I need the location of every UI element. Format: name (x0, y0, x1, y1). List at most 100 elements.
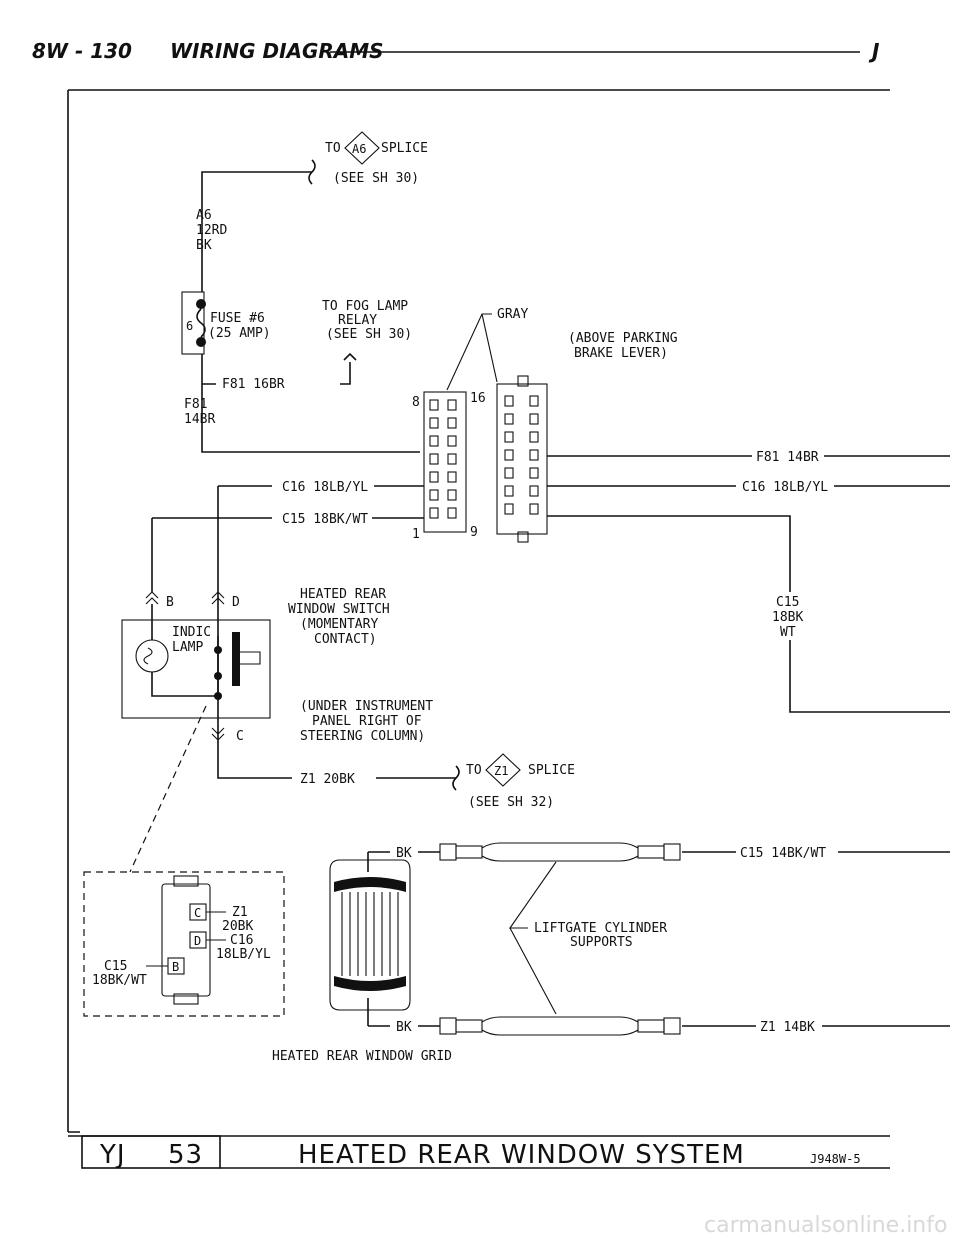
wire-c15-right-label: 18BK (772, 610, 803, 625)
window-grid-outline (329, 859, 411, 1011)
switch-title: HEATED REAR (300, 587, 386, 602)
switch-location: PANEL RIGHT OF (312, 714, 422, 729)
splice-top-label: SPLICE (381, 141, 428, 156)
grid-bus-bar (334, 877, 406, 892)
footer-number: 53 (168, 1140, 203, 1170)
wire-f81-14-label: 14BR (184, 412, 215, 427)
terminal-d-label: D (232, 595, 240, 610)
wire-z1 (217, 740, 460, 791)
grid-title: HEATED REAR WINDOW GRID (272, 1049, 452, 1064)
wire-a6 (201, 159, 316, 292)
grid-wire-top-label: C15 14BK/WT (740, 846, 826, 861)
diagram-frame (67, 89, 890, 1133)
switch-title: (MOMENTARY (300, 617, 378, 632)
inset-c16-label: 18LB/YL (216, 947, 271, 962)
indic-label: INDIC (172, 625, 211, 640)
section-letter: J (868, 39, 880, 63)
gray-label: GRAY (497, 307, 528, 322)
grid-elements (341, 892, 399, 976)
grid-bk-bottom: BK (396, 1020, 412, 1035)
wire-z1-label: Z1 20BK (300, 772, 355, 787)
footer-code: J948W-5 (810, 1152, 861, 1166)
wire-f81-right-label: F81 14BR (756, 450, 819, 465)
supports-label: LIFTGATE CYLINDER (534, 921, 667, 936)
pin-9-label: 9 (470, 525, 478, 540)
footer-model: YJ (99, 1140, 126, 1170)
splice-z1-to: TO (466, 763, 482, 778)
connector-location: BRAKE LEVER) (574, 346, 668, 361)
grid-bus-bar (334, 976, 406, 991)
splice-z1-diamond (485, 753, 521, 787)
fuse-element (196, 308, 206, 338)
wire-c15-right-label: WT (780, 625, 796, 640)
switch-title: WINDOW SWITCH (288, 602, 390, 617)
connector-tab (517, 531, 529, 543)
connector-female (496, 383, 548, 535)
indic-label: LAMP (172, 640, 203, 655)
inset-pin-c-label: C (194, 906, 201, 920)
wire-a6-label: A6 (196, 208, 212, 223)
wire-f81-14-label: F81 (184, 397, 207, 412)
terminal-b-label: B (166, 595, 174, 610)
terminal-b-symbol (145, 591, 159, 605)
pin-16-label: 16 (470, 391, 486, 406)
connector-tab (517, 375, 529, 387)
connector-pin-grid (429, 395, 539, 519)
inset-box (83, 871, 285, 1017)
inset-connector-tab (173, 993, 199, 1005)
switch-contact (214, 646, 222, 654)
liftgate-support-bottom (439, 1016, 681, 1036)
splice-top-id: A6 (352, 142, 366, 156)
gray-leader (446, 313, 498, 391)
pin-8-label: 8 (412, 395, 420, 410)
fuse-label: (25 AMP) (208, 326, 271, 341)
switch-body (121, 619, 271, 719)
watermark: carmanualsonline.info (704, 1213, 947, 1238)
inset-leader (129, 705, 207, 873)
switch-contact (214, 672, 222, 680)
inset-leaders (146, 911, 226, 967)
splice-z1-see: (SEE SH 32) (468, 795, 554, 810)
wire-c15-right (547, 515, 950, 713)
page-title: WIRING DIAGRAMS (170, 39, 384, 63)
supports-leader (508, 861, 557, 1015)
fuse-terminal (196, 299, 206, 309)
splice-z1-label: SPLICE (528, 763, 575, 778)
inset-c15-label: 18BK/WT (92, 973, 147, 988)
indicator-lamp (135, 639, 169, 673)
fuse-number: 6 (186, 319, 193, 333)
wire-c15-right-label: C15 (776, 595, 799, 610)
connector-location: (ABOVE PARKING (568, 331, 678, 346)
splice-z1-id: Z1 (494, 764, 508, 778)
liftgate-support-top (439, 842, 681, 862)
switch-wiring (151, 604, 219, 740)
grid-wire-bottom-label: Z1 14BK (760, 1020, 815, 1035)
inset-z1-label: 20BK (222, 919, 253, 934)
switch-button (240, 651, 261, 665)
switch-contact (214, 692, 222, 700)
inset-connector-tab (173, 875, 199, 887)
grid-bk-top: BK (396, 846, 412, 861)
wire-c15-left-label: C15 18BK/WT (282, 512, 368, 527)
inset-z1-label: Z1 (232, 905, 248, 920)
inset-c16-label: C16 (230, 933, 253, 948)
wire-c16-left-label: C16 18LB/YL (282, 480, 368, 495)
fog-relay-label: (SEE SH 30) (326, 327, 412, 342)
switch-actuator (232, 632, 240, 686)
terminal-d-symbol (211, 591, 225, 605)
wire-f81-16-label: F81 16BR (222, 377, 285, 392)
wire-a6-label: 12RD (196, 223, 227, 238)
pin-1-label: 1 (412, 527, 420, 542)
wire-c16-right-label: C16 18LB/YL (742, 480, 828, 495)
supports-label: SUPPORTS (570, 935, 633, 950)
connector-male (423, 391, 467, 533)
fog-relay-label: RELAY (338, 313, 377, 328)
lamp-filament (143, 647, 153, 665)
fog-relay-label: TO FOG LAMP (322, 299, 408, 314)
splice-diamond (344, 131, 380, 165)
footer-model-box (81, 1135, 221, 1169)
switch-title: CONTACT) (314, 632, 377, 647)
grid-leads (367, 851, 390, 1027)
support-wires (418, 851, 756, 1027)
